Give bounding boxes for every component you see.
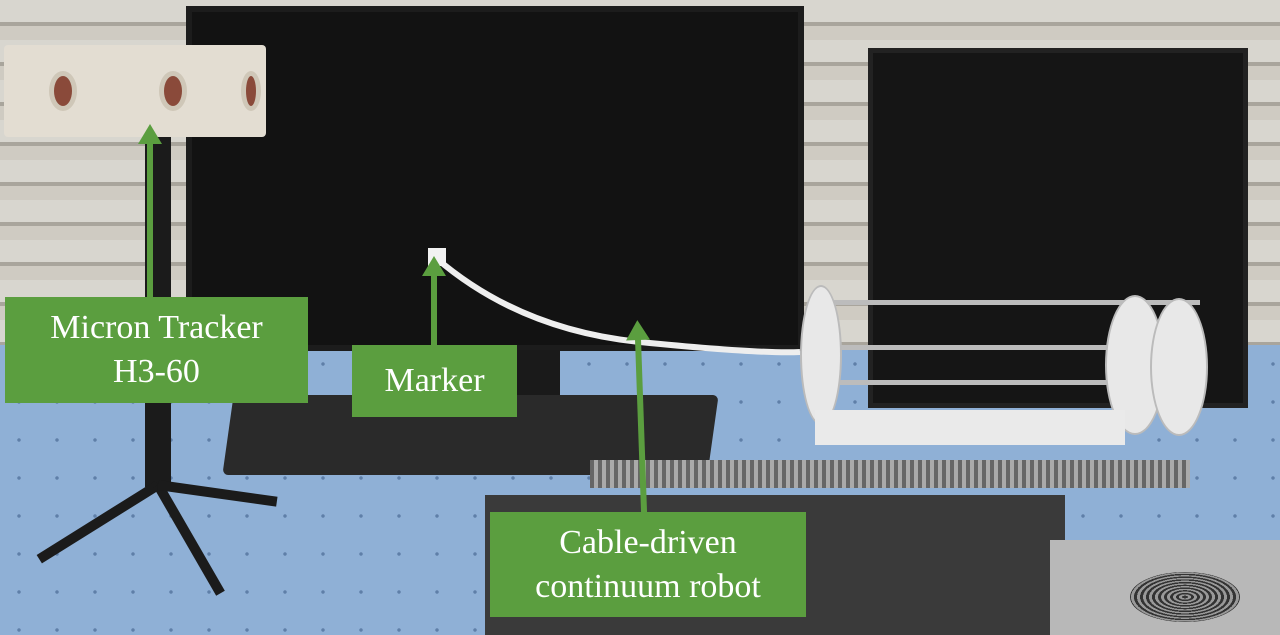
robot-label-line1: Cable-driven bbox=[559, 523, 737, 561]
tracker-label: Micron Tracker H3-60 bbox=[5, 297, 308, 403]
ball-screw bbox=[590, 460, 1190, 488]
monitor-left bbox=[186, 6, 804, 351]
robot-label: Cable-driven continuum robot bbox=[490, 512, 806, 617]
rod bbox=[830, 380, 1200, 385]
micron-tracker-device bbox=[4, 45, 266, 137]
robot-carriage bbox=[815, 410, 1125, 445]
robot-label-line2: continuum robot bbox=[535, 567, 761, 605]
marker-label-text: Marker bbox=[384, 362, 485, 399]
rod bbox=[830, 300, 1200, 305]
tracker-arrow bbox=[138, 124, 162, 300]
rod bbox=[830, 345, 1200, 350]
marker-arrow bbox=[422, 256, 446, 347]
tracker-lens bbox=[49, 71, 77, 111]
marker-label: Marker bbox=[352, 345, 517, 417]
tracker-lens bbox=[241, 71, 261, 111]
robot-disc bbox=[1150, 298, 1208, 436]
fan-grille bbox=[1130, 572, 1240, 622]
tracker-label-line2: H3-60 bbox=[113, 353, 200, 390]
tracker-label-line1: Micron Tracker bbox=[50, 309, 263, 346]
robot-disc bbox=[800, 285, 842, 425]
tracker-lens bbox=[159, 71, 187, 111]
